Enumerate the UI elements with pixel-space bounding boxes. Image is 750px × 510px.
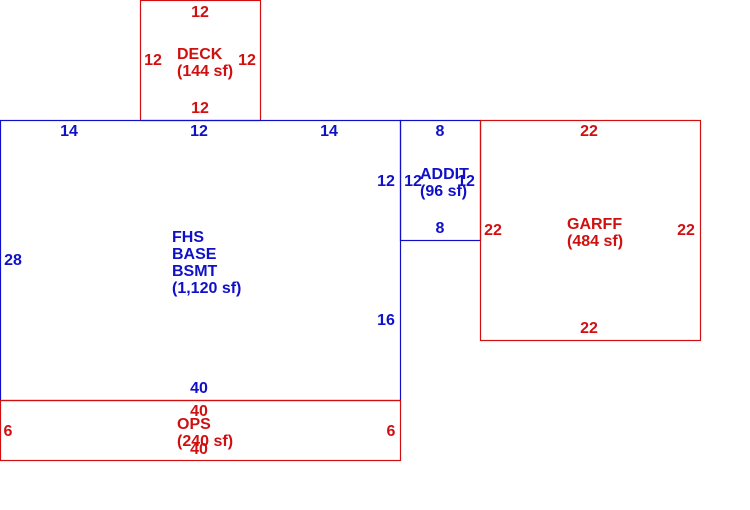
garff-outline — [479, 119, 702, 342]
garff-name: GARFF — [567, 216, 622, 233]
garff-dim-bottom: 22 — [580, 320, 598, 337]
addit-area[interactable]: 8 12 12 8 ADDIT (96 sf) — [399, 119, 482, 242]
deck-dim-bottom: 12 — [191, 100, 209, 117]
addit-dim-right: 12 — [457, 173, 475, 190]
fhs-name-line-1: FHS — [172, 229, 204, 246]
deck-area-sf: (144 sf) — [177, 63, 233, 80]
fhs-area-sf: (1,120 sf) — [172, 280, 241, 297]
ops-name: OPS — [177, 416, 211, 433]
deck-area[interactable]: 12 12 12 12 DECK (144 sf) — [139, 0, 262, 122]
fhs-dim-top-left: 14 — [60, 123, 78, 140]
garff-dim-top: 22 — [580, 123, 598, 140]
fhs-dim-top-mid: 12 — [190, 123, 208, 140]
fhs-name-line-2: BASE — [172, 246, 217, 263]
deck-dim-left: 12 — [144, 52, 162, 69]
addit-dim-left: 12 — [404, 173, 422, 190]
deck-name: DECK — [177, 46, 223, 63]
garff-area-sf: (484 sf) — [567, 233, 623, 250]
fhs-name-line-3: BSMT — [172, 263, 218, 280]
deck-dim-right: 12 — [238, 52, 256, 69]
addit-area-sf: (96 sf) — [420, 183, 467, 200]
ops-dim-right: 6 — [387, 423, 396, 440]
deck-dim-top: 12 — [191, 4, 209, 21]
ops-dim-left: 6 — [4, 423, 13, 440]
garff-dim-right: 22 — [677, 222, 695, 239]
garff-area[interactable]: 22 22 22 22 GARFF (484 sf) — [479, 119, 702, 342]
ops-area[interactable]: 40 6 6 40 OPS (240 sf) — [0, 399, 402, 462]
ops-outline — [0, 399, 402, 462]
addit-dim-top: 8 — [436, 123, 445, 140]
fhs-dim-top-right: 14 — [320, 123, 338, 140]
addit-dim-bottom: 8 — [436, 220, 445, 237]
ops-area-sf: (240 sf) — [177, 433, 233, 450]
garff-dim-left: 22 — [484, 222, 502, 239]
ops-dim-top: 40 — [190, 403, 208, 420]
ops-dim-bottom: 40 — [190, 441, 208, 458]
addit-name: ADDIT — [420, 166, 469, 183]
fhs-dim-right-lower: 16 — [377, 312, 395, 329]
fhs-area[interactable]: 14 12 14 28 12 16 40 FHS BASE BSMT (1,12… — [0, 119, 402, 402]
fhs-dim-right-upper: 12 — [377, 173, 395, 190]
fhs-dim-bottom: 40 — [190, 380, 208, 397]
fhs-dim-left: 28 — [4, 252, 22, 269]
